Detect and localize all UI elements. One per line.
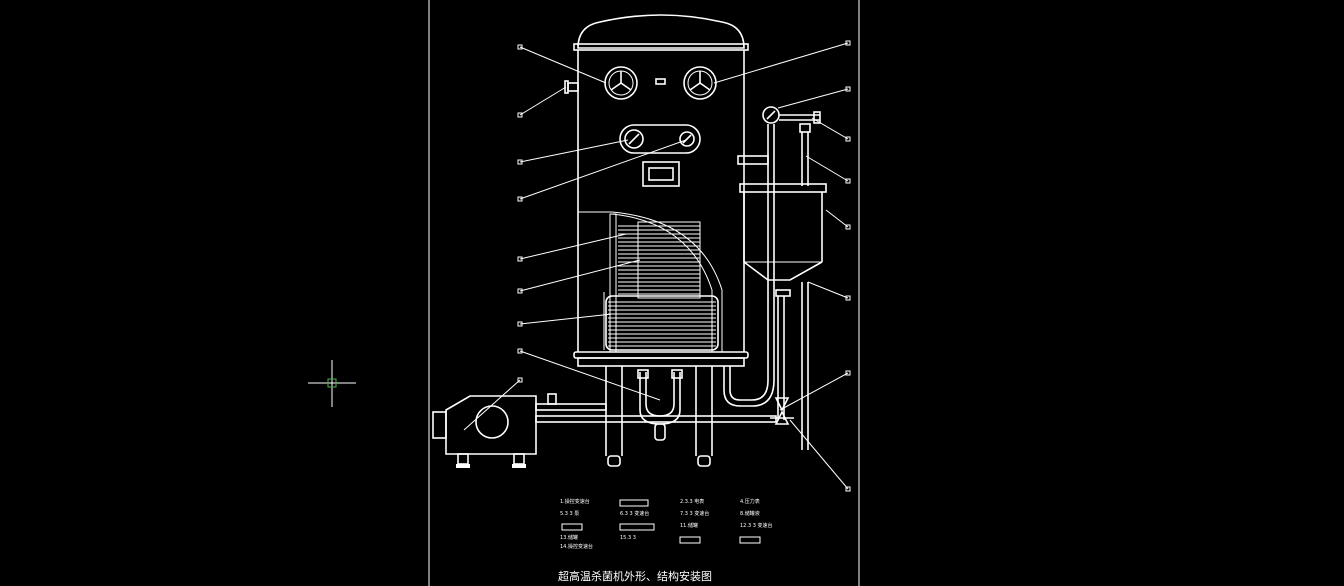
legend-item: 4.压力表: [740, 498, 760, 505]
leader-line: [463, 379, 521, 431]
leader-line: [519, 139, 629, 163]
legend-blank-box: [619, 523, 655, 531]
legend-blank-box: [619, 499, 649, 507]
callout-box: [845, 86, 851, 92]
leader-line: [519, 313, 613, 325]
callout-box: [517, 348, 523, 354]
legend-item: 8.储罐液: [740, 510, 760, 517]
indicator-slot: [655, 78, 666, 85]
callout-box: [517, 377, 523, 383]
legend-blank-box: [739, 536, 761, 544]
callout-box: [845, 486, 851, 492]
leader-line: [807, 281, 849, 299]
legend-item: 12.3 3 变速台: [740, 522, 773, 529]
legend-item: 1.操控变速台: [560, 498, 590, 505]
legend-item: 15.3 3: [620, 535, 636, 541]
leader-line: [519, 46, 607, 84]
dial-left-icon: [604, 66, 638, 100]
legend-item: 2.3.3 电表: [680, 498, 704, 505]
legend-blank-box: [561, 523, 583, 531]
callout-box: [845, 295, 851, 301]
dial-right-icon: [683, 66, 717, 100]
callout-box: [517, 112, 523, 118]
leader-line: [519, 139, 687, 200]
callout-leaders: [463, 40, 851, 492]
legend-item: 13.储罐: [560, 534, 578, 541]
heating-coil-lower: [605, 295, 719, 351]
callout-box: [517, 159, 523, 165]
leader-line: [519, 259, 641, 292]
legend-item: 11.储罐: [680, 522, 698, 529]
callout-box: [517, 288, 523, 294]
legend-item: 5.3 3 泵: [560, 511, 579, 517]
legend-table: 1.操控变速台 2.3.3 电表 4.压力表 5.3 3 泵 6.3 3 变速台 7.3 …: [560, 498, 773, 550]
legend-blank-box: [679, 536, 701, 544]
callout-box: [517, 196, 523, 202]
crosshair-cursor-icon: [308, 360, 356, 407]
leader-line: [713, 42, 849, 84]
legend-item: 7.3 3 变速台: [680, 510, 709, 517]
gauge-panel: [619, 124, 701, 154]
legend-item: 14.操控变速台: [560, 543, 593, 550]
leader-line: [519, 350, 661, 401]
right-piping: [723, 106, 827, 450]
display-screen: [642, 161, 680, 187]
leader-line: [789, 419, 849, 490]
callout-box: [845, 224, 851, 230]
callout-box: [517, 321, 523, 327]
drawing-title: 超高温杀菌机外形、结构安装图: [558, 569, 712, 583]
leader-line: [825, 209, 849, 228]
callout-box: [517, 44, 523, 50]
cutaway-section: [578, 211, 723, 353]
leader-line: [777, 88, 849, 109]
callout-box: [845, 40, 851, 46]
callout-box: [517, 256, 523, 262]
callout-box: [845, 136, 851, 142]
pump-unit: [432, 393, 777, 468]
leader-line: [805, 155, 849, 182]
callout-box: [845, 178, 851, 184]
leader-line: [779, 372, 849, 411]
heating-coil-upper: [618, 221, 701, 299]
leader-line: [519, 233, 627, 260]
leader-line: [519, 86, 567, 116]
leader-line: [811, 117, 849, 140]
legend-item: 6.3 3 变速台: [620, 510, 649, 517]
side-nozzle: [564, 80, 579, 94]
callout-box: [845, 370, 851, 376]
